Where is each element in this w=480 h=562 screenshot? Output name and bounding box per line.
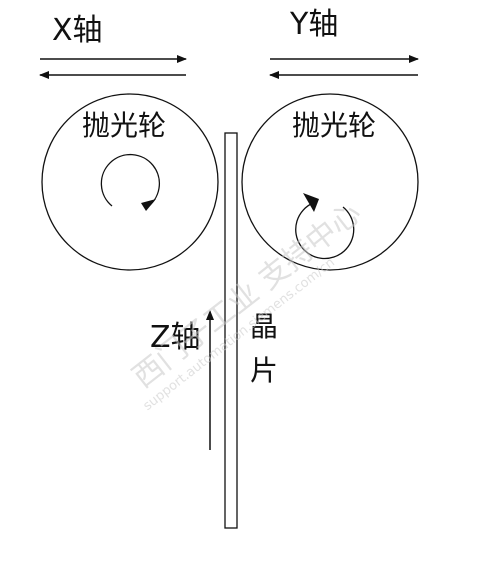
wafer [224,132,238,529]
x-axis-label: X轴 [52,13,103,48]
y-axis-label: Y轴 [289,7,338,42]
z-axis-label: Z轴 [150,320,201,355]
right-rotation-arrowhead-icon [303,193,319,212]
left-wheel-label: 抛光轮 [82,109,166,142]
right-polishing-wheel [241,93,419,271]
right-rotation-arrow-icon [295,202,355,260]
left-rotation-arrowhead-icon [141,199,156,211]
left-polishing-wheel [41,93,219,271]
wafer-label-char-2: 片 [250,354,278,387]
watermark: 西门子工业 支持中心 support.automation.siemens.co… [126,195,368,413]
watermark-line-1: 西门子工业 支持中心 [126,195,368,395]
right-wheel-label: 抛光轮 [292,109,376,142]
left-rotation-arrow-icon [100,153,160,209]
wafer-label-char-1: 晶 [250,310,278,343]
